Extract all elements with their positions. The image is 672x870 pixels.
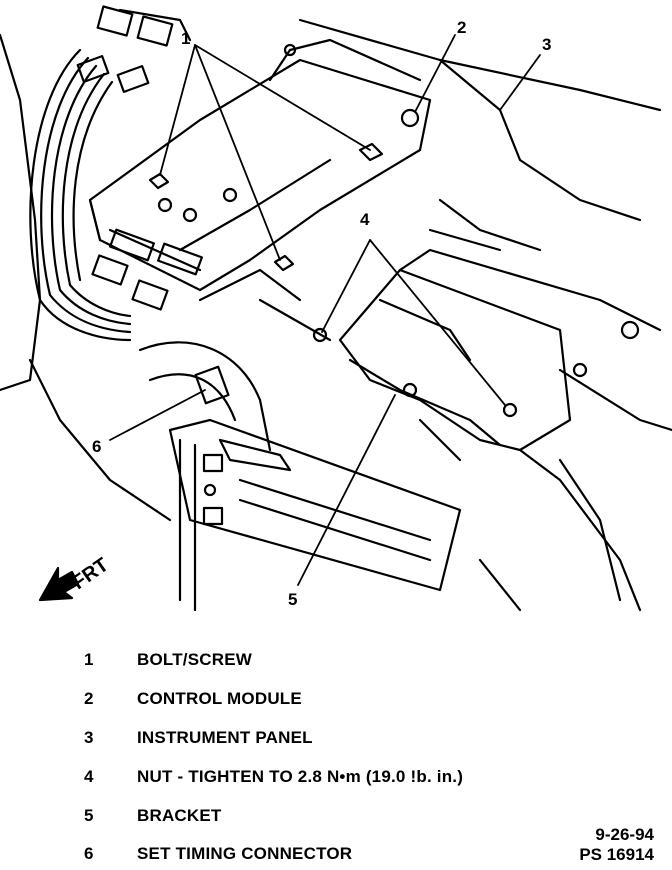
frt-label: FRT bbox=[68, 554, 112, 594]
callout-5: 5 bbox=[288, 590, 297, 609]
callout-3: 3 bbox=[542, 35, 551, 54]
legend-item: 4 NUT - TIGHTEN TO 2.8 N•m (19.0 !b. in.… bbox=[0, 767, 672, 791]
legend-label: CONTROL MODULE bbox=[137, 689, 302, 708]
legend-number: 3 bbox=[84, 728, 94, 747]
legend-label: BOLT/SCREW bbox=[137, 650, 253, 669]
front-arrow-icon bbox=[38, 566, 80, 602]
legend-item: 2 CONTROL MODULE bbox=[0, 689, 672, 713]
legend-number: 5 bbox=[84, 806, 94, 825]
figure-code: PS 16914 bbox=[579, 845, 654, 864]
legend-number: 6 bbox=[84, 844, 94, 863]
set-timing-connector bbox=[138, 341, 292, 472]
legend-number: 1 bbox=[84, 650, 94, 669]
legend-number: 4 bbox=[84, 767, 94, 786]
legend-number: 2 bbox=[84, 689, 94, 708]
wiring-harness bbox=[29, 5, 192, 342]
legend-item: 1 BOLT/SCREW bbox=[0, 650, 672, 674]
callout-4: 4 bbox=[360, 210, 370, 229]
legend-item: 5 BRACKET bbox=[0, 806, 672, 830]
callout-1: 1 bbox=[181, 29, 190, 48]
lower-rail bbox=[168, 418, 462, 612]
bracket bbox=[312, 248, 640, 452]
legend-label: SET TIMING CONNECTOR bbox=[137, 844, 353, 863]
callout-2: 2 bbox=[457, 18, 466, 37]
legend-item: 3 INSTRUMENT PANEL bbox=[0, 728, 672, 752]
exploded-view-diagram: 1 2 3 4 5 6 FRT bbox=[0, 5, 672, 612]
legend-item: 6 SET TIMING CONNECTOR bbox=[0, 844, 672, 868]
control-module bbox=[88, 38, 432, 292]
leader-lines bbox=[109, 34, 541, 586]
legend-label: NUT - TIGHTEN TO 2.8 N•m (19.0 !b. in.) bbox=[137, 767, 464, 786]
legend-label: BRACKET bbox=[137, 806, 222, 825]
bolt-screw bbox=[148, 142, 384, 272]
callout-6: 6 bbox=[92, 437, 101, 456]
instrument-panel bbox=[0, 18, 672, 612]
legend-label: INSTRUMENT PANEL bbox=[137, 728, 313, 747]
date-stamp: 9-26-94 bbox=[595, 825, 654, 844]
